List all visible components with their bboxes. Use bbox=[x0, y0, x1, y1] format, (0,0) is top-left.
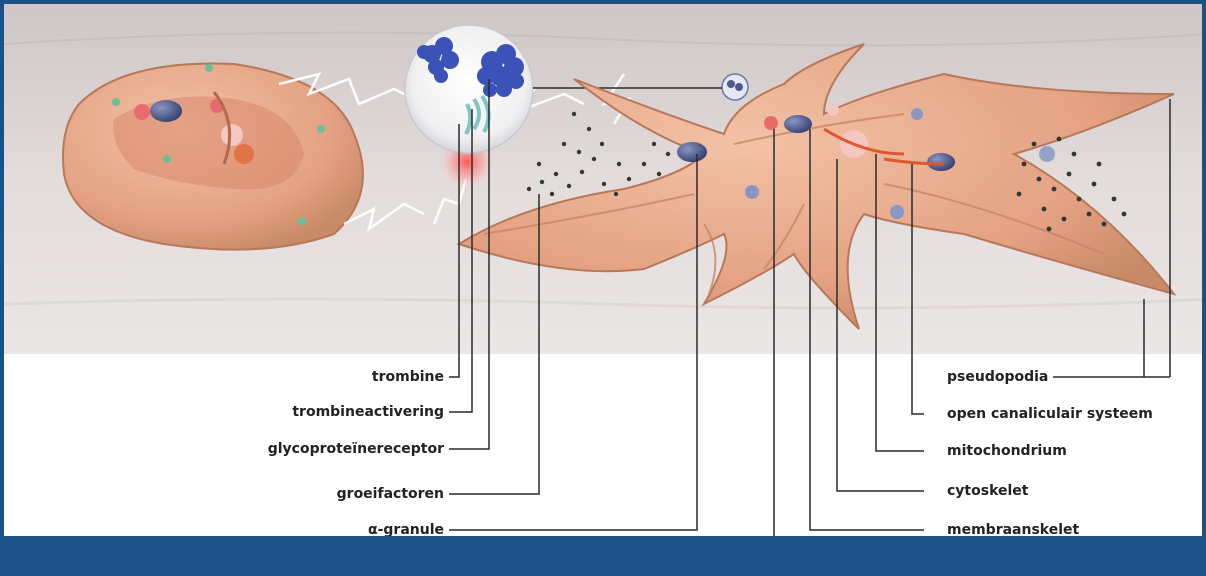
label-pseudopodia: pseudopodia bbox=[947, 368, 1048, 386]
magnified-receptor-bubble bbox=[405, 25, 533, 153]
label-open-canaliculair-systeem: open canaliculair systeem bbox=[947, 405, 1153, 423]
label-mitochondrium: mitochondrium bbox=[947, 442, 1067, 460]
label-trombineactivering: trombineactivering bbox=[144, 403, 444, 421]
footer-bar bbox=[4, 536, 1206, 572]
label-groeifactoren: groeifactoren bbox=[144, 485, 444, 503]
label-trombine: trombine bbox=[144, 368, 444, 386]
label-cytoskelet: cytoskelet bbox=[947, 482, 1028, 500]
label-glycoproteine-receptor: glycoproteïnereceptor bbox=[144, 440, 444, 458]
